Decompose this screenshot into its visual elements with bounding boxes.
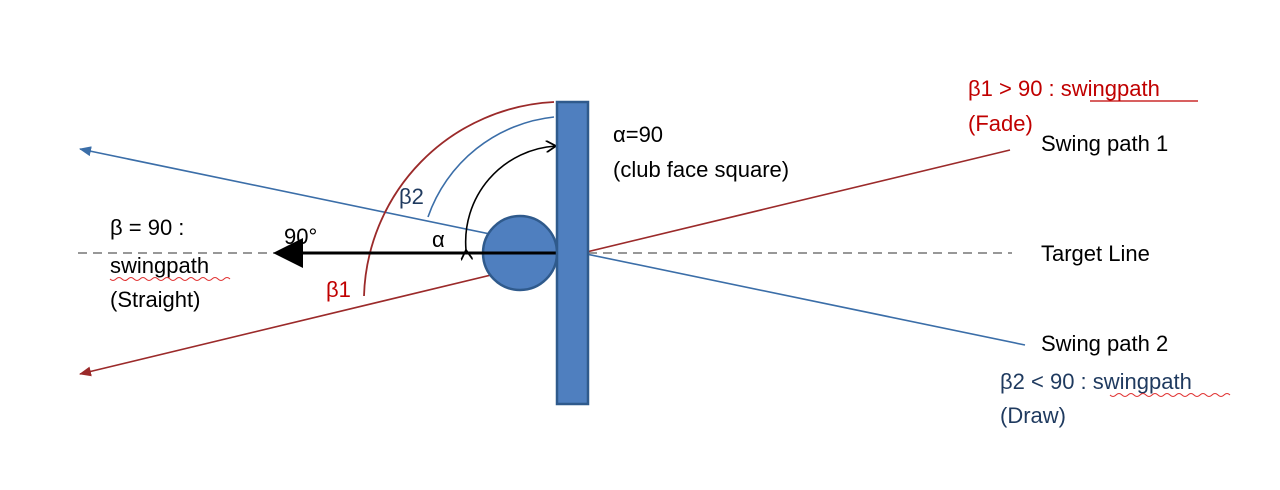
swing-path-2-label: Swing path 2 (1041, 331, 1168, 356)
spellcheck-underline-straight (109, 277, 231, 281)
beta2-arc (427, 116, 555, 218)
club-face-label: (club face square) (613, 157, 789, 182)
draw-condition-prefix: β2 < 90 : (1000, 369, 1093, 394)
alpha-arc (466, 146, 556, 250)
beta2-label: β2 (399, 184, 424, 209)
draw-label: (Draw) (1000, 403, 1066, 428)
beta1-label: β1 (326, 277, 351, 302)
spellcheck-underline-draw (1109, 393, 1231, 397)
ninety-degree-label: 90° (284, 224, 317, 249)
club-face (555, 100, 590, 406)
swing-path-1-label: Swing path 1 (1041, 131, 1168, 156)
alpha-label: α (432, 227, 445, 252)
fade-swingpath-word: swingpath (1061, 76, 1160, 101)
alpha-equals-label: α=90 (613, 122, 663, 147)
draw-condition-label: β2 < 90 : swingpath (1000, 369, 1192, 394)
fade-condition-label: β1 > 90 : swingpath (968, 76, 1160, 101)
fade-label: (Fade) (968, 111, 1033, 136)
straight-swingpath-label: swingpath (110, 253, 209, 278)
target-line-label: Target Line (1041, 241, 1150, 266)
fade-condition-prefix: β1 > 90 : (968, 76, 1061, 101)
beta-equals-label: β = 90 : (110, 215, 184, 240)
draw-swingpath-word: swingpath (1093, 369, 1192, 394)
straight-label: (Straight) (110, 287, 200, 312)
